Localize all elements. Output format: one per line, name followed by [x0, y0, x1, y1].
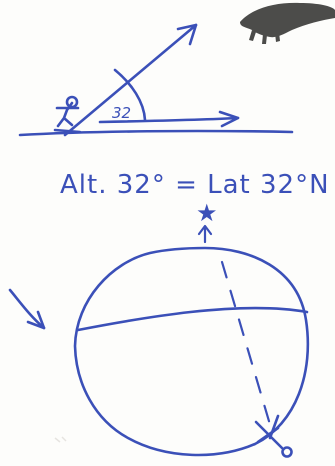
- star-arrowhead: [176, 23, 198, 46]
- star-icon: ★: [196, 199, 218, 227]
- faint-pencil-mark: [54, 436, 67, 443]
- observer-bottom-head: [281, 446, 293, 458]
- horizontal-sight-line: [98, 116, 240, 124]
- latitude-altitude-caption: Alt. 32° = Lat 32°N: [60, 170, 330, 200]
- horizon-arrowhead: [218, 110, 240, 128]
- earth-globe: [73, 246, 310, 458]
- altitude-diagram: 32: [18, 23, 294, 137]
- horizon-ground-line: [18, 129, 294, 137]
- angle-arc: [113, 68, 147, 122]
- axis-dashed-line: [220, 260, 273, 430]
- latitude-32-line: [76, 306, 309, 332]
- angle-label: 32: [112, 104, 131, 122]
- observer-top: [53, 101, 82, 134]
- pointer-arrowhead: [26, 310, 46, 330]
- pointer-arrow: [8, 288, 46, 330]
- up-arrow-to-star: [197, 224, 213, 244]
- observer-bottom: [254, 414, 284, 450]
- sight-line-to-star: [63, 23, 198, 137]
- observer-top-head: [65, 95, 79, 109]
- earth-outline: [73, 246, 310, 457]
- corner-scribble: [240, 2, 335, 44]
